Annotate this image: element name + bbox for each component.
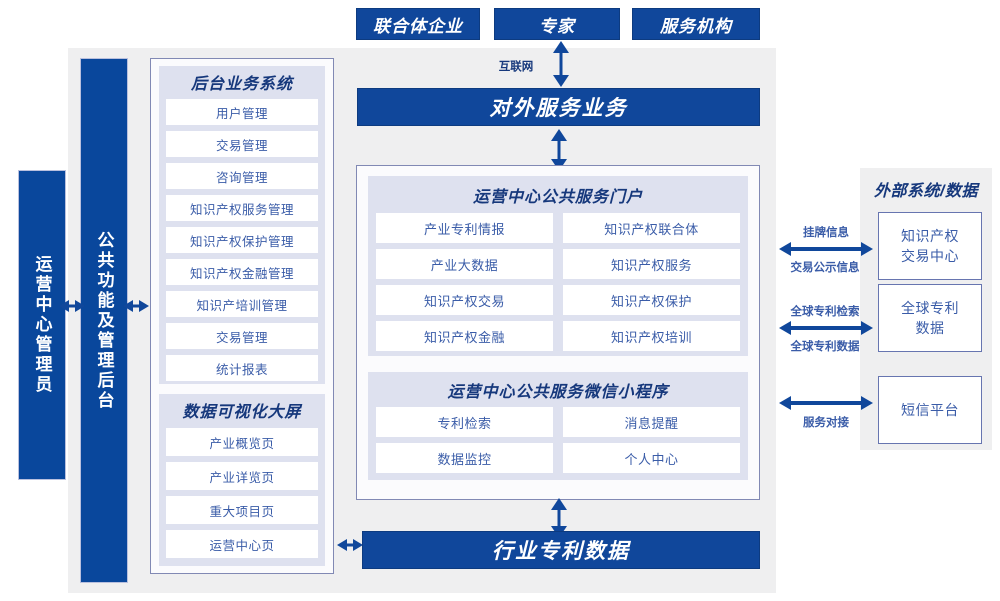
backend-item-ip-training-management[interactable]: 知识产培训管理 (166, 291, 318, 317)
internet-arrow-icon (550, 40, 572, 88)
external-box-line2: 数据 (915, 320, 945, 336)
external-arrow-2-label-below: 全球专利数据 (790, 341, 860, 353)
backend-item-transaction-management[interactable]: 交易管理 (166, 131, 318, 157)
miniprogram-item-personal-center[interactable]: 个人中心 (563, 443, 740, 473)
backend-system-title: 后台业务系统 (190, 76, 293, 93)
backend-item-ip-service-management[interactable]: 知识产权服务管理 (166, 195, 318, 221)
banner-label: 对外服务业务 (489, 97, 628, 120)
backend-to-core-arrow-icon (122, 296, 150, 316)
mini-program-title: 运营中心公共服务微信小程序 (447, 384, 669, 401)
external-arrow-3-icon (778, 394, 874, 412)
admin-to-backend-arrow-icon (58, 296, 86, 316)
external-arrow-2-label-above: 全球专利检索 (790, 306, 860, 318)
portal-item-ip-training[interactable]: 知识产权培训 (563, 321, 740, 351)
actor-box-service-agency[interactable]: 服务机构 (632, 8, 760, 40)
external-box-line2: 交易中心 (901, 248, 959, 264)
backend-item-user-management[interactable]: 用户管理 (166, 99, 318, 125)
banner-label: 行业专利数据 (492, 540, 630, 563)
actor-box-expert[interactable]: 专家 (494, 8, 620, 40)
miniprogram-item-message-reminder[interactable]: 消息提醒 (563, 407, 740, 437)
banner-industry-patent-data[interactable]: 行业专利数据 (362, 531, 760, 569)
external-arrow-1-label-above: 挂牌信息 (803, 227, 849, 239)
dataviz-item-industry-overview[interactable]: 产业概览页 (166, 428, 318, 456)
external-arrow-2-icon (778, 319, 874, 337)
backend-item-ip-protection-management[interactable]: 知识产权保护管理 (166, 227, 318, 253)
internet-label: 互联网 (498, 61, 534, 73)
external-arrow-3-label-below: 服务对接 (803, 417, 849, 429)
miniprogram-item-data-monitoring[interactable]: 数据监控 (376, 443, 553, 473)
sidebar-bar-label: 公共功能及管理后台 (94, 230, 114, 411)
external-box-ip-transaction-center[interactable]: 知识产权 交易中心 (878, 212, 982, 280)
backend-item-consultation-management[interactable]: 咨询管理 (166, 163, 318, 189)
dataviz-item-operation-center[interactable]: 运营中心页 (166, 530, 318, 558)
external-box-global-patent-data[interactable]: 全球专利 数据 (878, 284, 982, 352)
dataviz-to-industry-data-arrow-icon (336, 535, 364, 555)
portal-item-ip-service[interactable]: 知识产权服务 (563, 249, 740, 279)
external-systems-title: 外部系统/数据 (874, 183, 978, 200)
backend-item-statistics-report[interactable]: 统计报表 (166, 355, 318, 381)
actor-label: 专家 (539, 16, 575, 36)
sidebar-bar-public-function-admin-backend[interactable]: 公共功能及管理后台 (80, 58, 128, 583)
dataviz-item-major-project[interactable]: 重大项目页 (166, 496, 318, 524)
miniprogram-item-patent-search[interactable]: 专利检索 (376, 407, 553, 437)
external-box-line1: 知识产权 (901, 227, 959, 244)
external-box-line1: 短信平台 (901, 401, 959, 418)
actor-label: 联合体企业 (373, 16, 463, 36)
external-box-line1: 全球专利 (901, 299, 959, 316)
external-box-sms-platform[interactable]: 短信平台 (878, 376, 982, 444)
backend-item-transaction-management-2[interactable]: 交易管理 (166, 323, 318, 349)
external-arrow-1-icon (778, 240, 874, 258)
portal-item-ip-protection[interactable]: 知识产权保护 (563, 285, 740, 315)
portal-item-ip-consortium[interactable]: 知识产权联合体 (563, 213, 740, 243)
portal-item-industry-bigdata[interactable]: 产业大数据 (376, 249, 553, 279)
data-visualization-title: 数据可视化大屏 (182, 404, 302, 421)
sidebar-bar-operation-center-admin[interactable]: 运营中心管理员 (18, 170, 66, 480)
portal-item-industry-patent-intel[interactable]: 产业专利情报 (376, 213, 553, 243)
backend-item-ip-finance-management[interactable]: 知识产权金融管理 (166, 259, 318, 285)
sidebar-bar-label: 运营中心管理员 (32, 255, 52, 395)
portal-item-ip-transaction[interactable]: 知识产权交易 (376, 285, 553, 315)
public-portal-title: 运营中心公共服务门户 (472, 189, 643, 206)
actor-label: 服务机构 (660, 16, 732, 36)
banner-external-service-business[interactable]: 对外服务业务 (357, 88, 760, 126)
dataviz-item-industry-detail[interactable]: 产业详览页 (166, 462, 318, 490)
external-arrow-1-label-below: 交易公示信息 (790, 262, 860, 274)
actor-box-consortium-enterprise[interactable]: 联合体企业 (356, 8, 480, 40)
portal-item-ip-finance[interactable]: 知识产权金融 (376, 321, 553, 351)
